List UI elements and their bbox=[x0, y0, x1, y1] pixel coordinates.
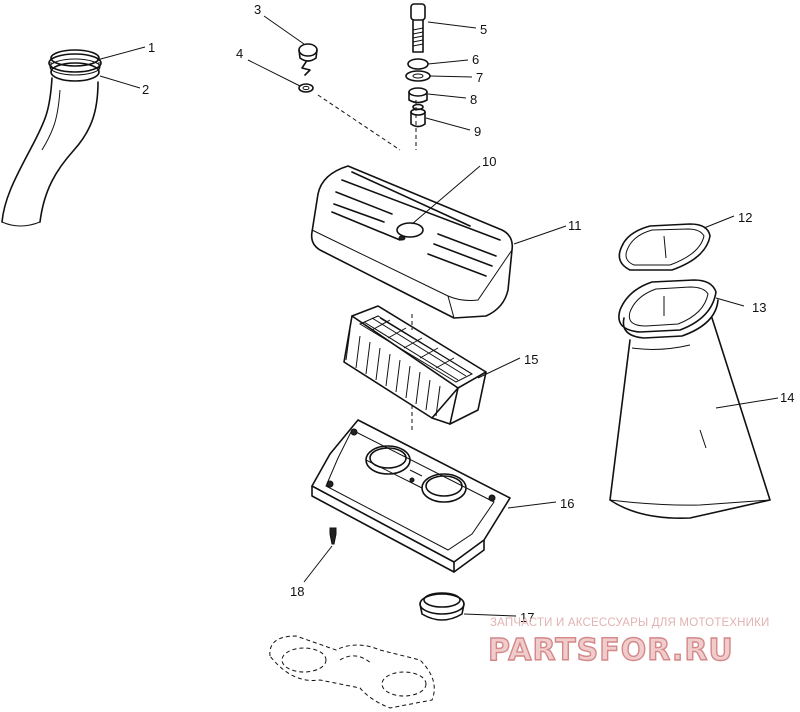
air-box-base bbox=[311, 419, 511, 573]
center-axis bbox=[411, 100, 417, 432]
duct-seal bbox=[618, 279, 719, 339]
callout-1: 1 bbox=[148, 40, 155, 55]
air-duct bbox=[609, 317, 771, 519]
callout-numbers: 1 2 3 4 5 6 7 8 9 10 11 12 13 14 15 16 1… bbox=[142, 2, 794, 625]
assembly-line bbox=[317, 94, 401, 151]
stud-bolt bbox=[410, 3, 426, 53]
spacer-tube bbox=[410, 103, 426, 128]
callout-12: 12 bbox=[738, 210, 752, 225]
grommet bbox=[419, 592, 465, 621]
gasket-ring bbox=[618, 223, 711, 271]
callout-15: 15 bbox=[524, 352, 538, 367]
air-filter bbox=[343, 305, 487, 425]
callout-2: 2 bbox=[142, 82, 149, 97]
watermark: ЗАПЧАСТИ И АКСЕССУАРЫ ДЛЯ МОТОТЕХНИКИ PA… bbox=[487, 617, 770, 669]
callout-11: 11 bbox=[568, 218, 582, 233]
stack-washers bbox=[405, 58, 431, 104]
callout-17: 17 bbox=[520, 610, 534, 625]
callout-4: 4 bbox=[236, 46, 243, 61]
callout-13: 13 bbox=[752, 300, 766, 315]
callout-14: 14 bbox=[780, 390, 794, 405]
duct-centerline bbox=[663, 235, 707, 449]
mounting-gasket-outline bbox=[269, 635, 435, 709]
callout-16: 16 bbox=[560, 496, 574, 511]
callout-7: 7 bbox=[476, 70, 483, 85]
washer bbox=[298, 83, 314, 93]
callout-8: 8 bbox=[470, 92, 477, 107]
callout-10: 10 bbox=[482, 154, 496, 169]
watermark-logo: PARTSFOR.RU bbox=[488, 633, 734, 668]
filter-mesh bbox=[363, 317, 473, 381]
leader-lines bbox=[96, 15, 779, 617]
callout-3: 3 bbox=[254, 2, 261, 17]
callout-9: 9 bbox=[474, 124, 481, 139]
intake-tube bbox=[1, 77, 99, 227]
hose-clamp bbox=[48, 49, 102, 82]
watermark-caption: ЗАПЧАСТИ И АКСЕССУАРЫ ДЛЯ МОТОТЕХНИКИ bbox=[490, 617, 770, 629]
screw bbox=[329, 527, 337, 545]
callout-6: 6 bbox=[472, 52, 479, 67]
callout-18: 18 bbox=[290, 584, 304, 599]
air-box-cover bbox=[310, 165, 514, 319]
callout-5: 5 bbox=[480, 22, 487, 37]
cover-knob bbox=[298, 43, 318, 76]
